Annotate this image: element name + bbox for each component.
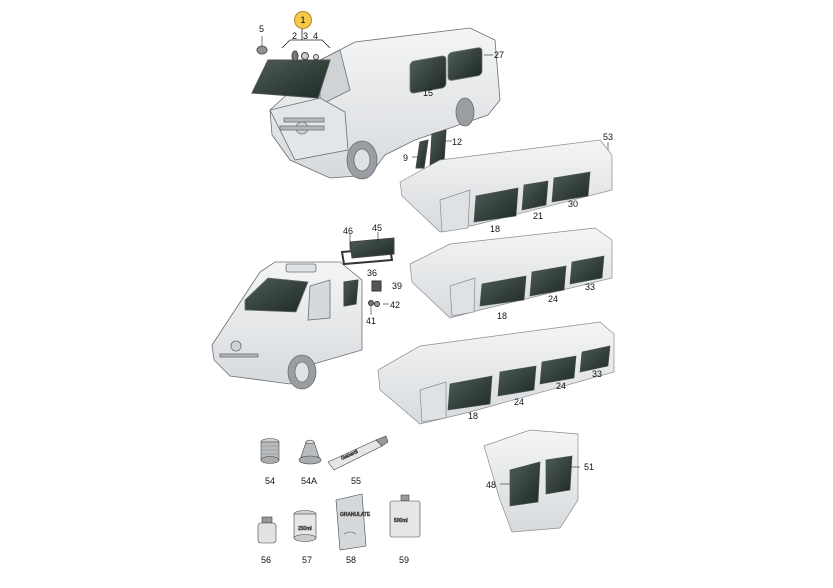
callout-27: 27	[494, 50, 505, 60]
callout-53: 53	[603, 132, 614, 142]
callout-24-a: 24	[548, 294, 559, 304]
van-top	[269, 27, 501, 180]
callout-18-b: 18	[497, 311, 508, 321]
callout-39: 39	[392, 281, 403, 291]
callout-54: 54	[265, 476, 276, 486]
callout-59: 59	[399, 555, 410, 565]
roof-section-1	[399, 139, 613, 233]
callout-54a: 54A	[301, 476, 318, 486]
part-54-roll	[260, 438, 280, 464]
part-58-bag: GRANULATE	[335, 493, 371, 551]
callout-41: 41	[366, 316, 377, 326]
callout-2: 2	[292, 31, 298, 41]
bag-label: GRANULATE	[340, 512, 371, 518]
rear-doors	[483, 429, 579, 533]
callout-45: 45	[372, 223, 383, 233]
part-39	[371, 280, 382, 292]
callout-51: 51	[584, 462, 595, 472]
part-55-tube: Gabardi	[327, 435, 389, 471]
callout-18-c: 18	[468, 411, 479, 421]
callout-3: 3	[303, 31, 309, 41]
part-3	[301, 52, 309, 60]
callout-30: 30	[568, 199, 579, 209]
callout-1-highlight: 1	[294, 11, 312, 29]
part-36-glass	[343, 279, 359, 307]
callout-48: 48	[486, 480, 497, 490]
callout-15: 15	[423, 88, 434, 98]
callout-57: 57	[302, 555, 313, 565]
callout-18-a: 18	[490, 224, 501, 234]
callout-12: 12	[452, 137, 463, 147]
callout-36: 36	[367, 268, 378, 278]
callout-56: 56	[261, 555, 272, 565]
part-57-can: 250ml	[293, 510, 317, 542]
part-4	[313, 54, 319, 60]
part-42	[374, 301, 380, 307]
roof-section-2	[409, 227, 613, 319]
van-cab	[211, 261, 363, 390]
part-54a-roll	[298, 439, 322, 465]
canister-label: 500ml	[394, 518, 408, 524]
part-41	[368, 300, 374, 306]
windscreen-glass	[251, 59, 331, 99]
callout-24-c: 24	[556, 381, 567, 391]
callout-21: 21	[533, 211, 544, 221]
part-56-bottle	[257, 516, 277, 544]
callout-33-b: 33	[592, 369, 603, 379]
part-45-glass	[349, 237, 395, 259]
callout-55: 55	[351, 476, 362, 486]
callout-24-b: 24	[514, 397, 525, 407]
callout-5: 5	[259, 24, 265, 34]
part-2	[291, 50, 299, 62]
callout-9: 9	[403, 153, 409, 163]
bracket-1	[281, 39, 331, 49]
part-59-canister: 500ml	[389, 494, 421, 538]
callout-4: 4	[313, 31, 319, 41]
callout-58: 58	[346, 555, 357, 565]
callout-42: 42	[390, 300, 401, 310]
callout-33-a: 33	[585, 282, 596, 292]
roof-section-3	[377, 321, 615, 425]
part-9-glass	[415, 139, 429, 169]
part-5-cap	[256, 45, 268, 55]
callout-46: 46	[343, 226, 354, 236]
bottle-label: 250ml	[298, 526, 312, 532]
